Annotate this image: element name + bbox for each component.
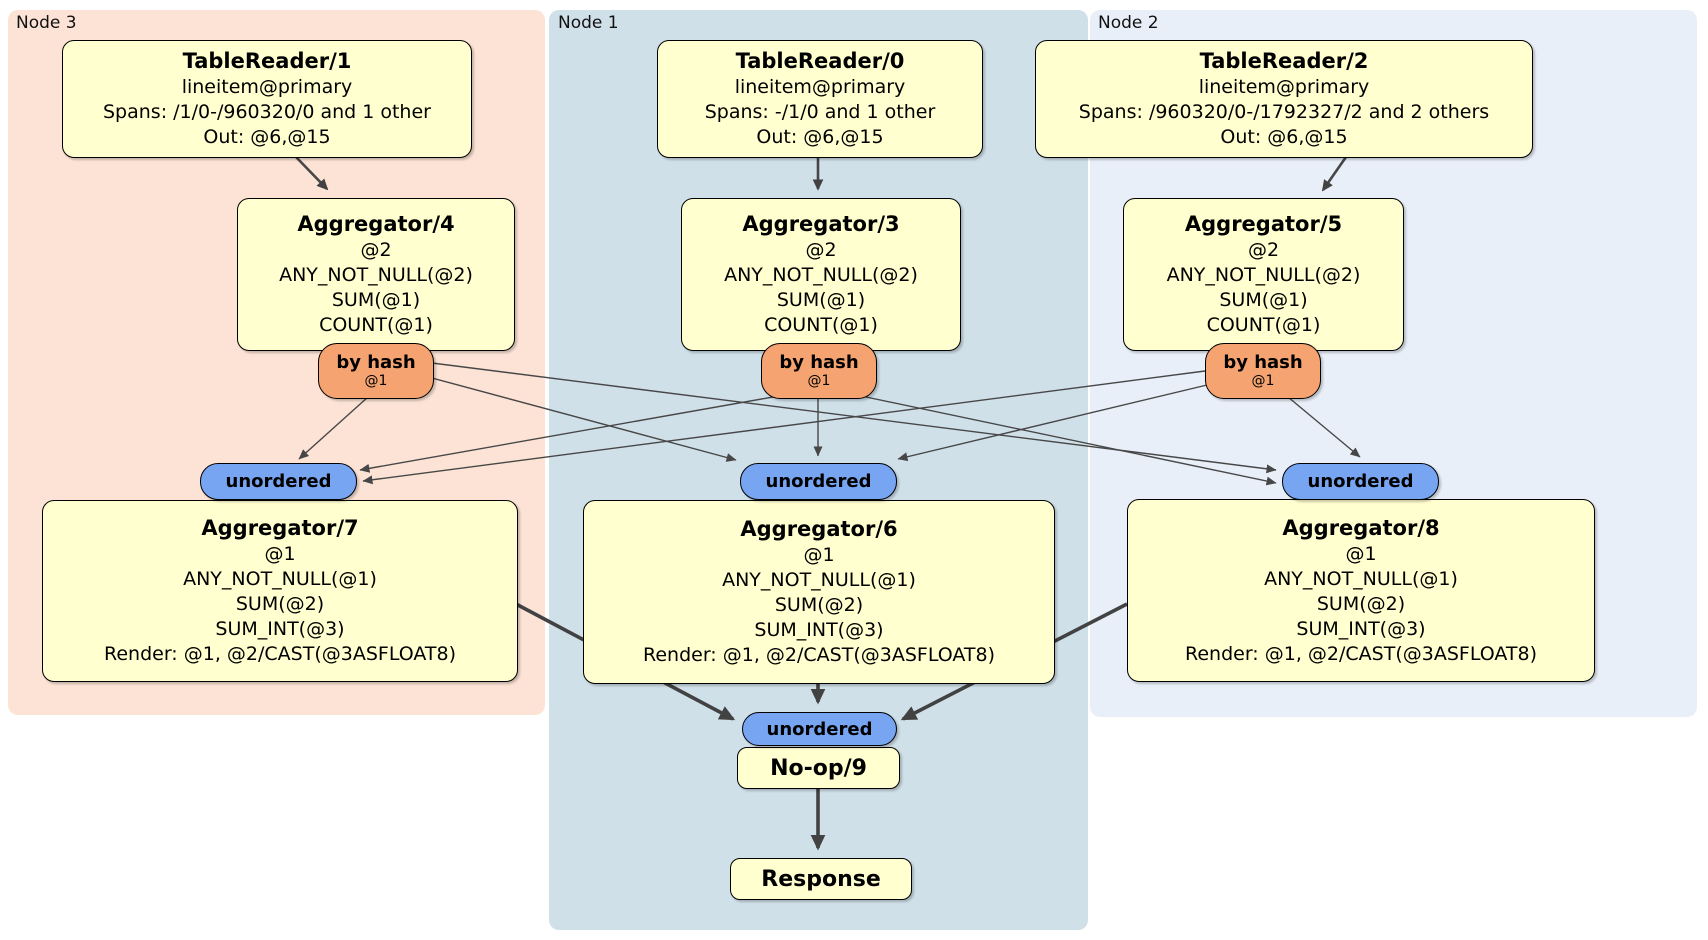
router-by-hash-3: by hash @1 (761, 343, 877, 399)
processor-detail: @2 (805, 239, 837, 261)
processor-aggregator-8: Aggregator/8 @1 ANY_NOT_NULL(@1) SUM(@2)… (1127, 499, 1595, 682)
processor-title: Aggregator/3 (742, 212, 900, 236)
processor-aggregator-5: Aggregator/5 @2 ANY_NOT_NULL(@2) SUM(@1)… (1123, 198, 1404, 351)
processor-title: Aggregator/4 (297, 212, 455, 236)
edge-router4-sync6 (431, 377, 737, 462)
router-label: by hash (779, 352, 859, 373)
router-by-hash-5: by hash @1 (1205, 343, 1321, 399)
edge-router5-sync6 (897, 384, 1208, 462)
processor-title: Aggregator/8 (1282, 515, 1440, 540)
processor-detail: SUM(@2) (774, 594, 864, 616)
sync-unordered-8: unordered (1282, 463, 1439, 500)
processor-detail: lineitem@primary (181, 76, 353, 98)
edge-tr1-agg4 (295, 156, 329, 191)
edge-tr2-agg5 (1321, 156, 1348, 192)
sync-unordered-9: unordered (742, 712, 897, 746)
processor-detail: @2 (360, 239, 392, 261)
processor-detail: ANY_NOT_NULL(@1) (1264, 567, 1458, 590)
processor-detail: COUNT(@1) (1206, 314, 1321, 336)
region-label-node3: Node 3 (16, 13, 77, 33)
processor-title: TableReader/1 (182, 49, 352, 73)
processor-aggregator-4: Aggregator/4 @2 ANY_NOT_NULL(@2) SUM(@1)… (237, 198, 515, 351)
processor-detail: SUM_INT(@3) (754, 619, 884, 641)
region-label-node1: Node 1 (558, 13, 619, 33)
processor-noop-9: No-op/9 (737, 747, 900, 789)
processor-detail: COUNT(@1) (764, 314, 878, 336)
processor-detail: @1 (803, 544, 835, 566)
processor-detail: SUM_INT(@3) (215, 618, 345, 640)
processor-aggregator-7: Aggregator/7 @1 ANY_NOT_NULL(@1) SUM(@2)… (42, 500, 518, 682)
processor-title: Aggregator/6 (740, 517, 898, 541)
edge-router4-sync7 (298, 396, 369, 460)
processor-detail: ANY_NOT_NULL(@2) (279, 264, 473, 286)
router-key: @1 (807, 373, 831, 389)
processor-detail: SUM(@1) (776, 289, 866, 311)
edge-router3-sync7 (359, 396, 774, 473)
processor-detail: ANY_NOT_NULL(@1) (183, 568, 377, 590)
processor-detail: lineitem@primary (734, 76, 906, 98)
router-label: by hash (1223, 352, 1303, 373)
processor-detail: ANY_NOT_NULL(@2) (1166, 264, 1361, 286)
processor-detail: SUM_INT(@3) (1296, 617, 1426, 640)
processor-detail: Spans: -/1/0 and 1 other (704, 101, 936, 123)
processor-detail: Render: @1, @2/CAST(@3ASFLOAT8) (643, 644, 995, 666)
sync-unordered-6: unordered (740, 463, 897, 500)
processor-tablereader-2: TableReader/2 lineitem@primary Spans: /9… (1035, 40, 1533, 158)
processor-detail: ANY_NOT_NULL(@1) (722, 569, 916, 591)
processor-tablereader-0: TableReader/0 lineitem@primary Spans: -/… (657, 40, 983, 158)
processor-detail: @1 (264, 543, 296, 565)
processor-response: Response (730, 858, 912, 900)
processor-detail: lineitem@primary (1198, 76, 1370, 98)
processor-detail: COUNT(@1) (319, 314, 433, 336)
edge-router5-sync8 (1287, 396, 1361, 458)
processor-detail: SUM(@2) (1316, 592, 1406, 615)
processor-detail: SUM(@2) (235, 593, 325, 615)
processor-title: Aggregator/5 (1184, 212, 1343, 236)
processor-detail: SUM(@1) (331, 289, 421, 311)
processor-detail: SUM(@1) (1219, 289, 1308, 311)
router-by-hash-4: by hash @1 (318, 343, 434, 399)
processor-detail: Out: @6,@15 (1220, 126, 1348, 148)
processor-title: Aggregator/7 (201, 516, 359, 540)
router-label: by hash (336, 352, 416, 373)
processor-title: TableReader/2 (1199, 49, 1369, 73)
processor-detail: ANY_NOT_NULL(@2) (724, 264, 918, 286)
processor-aggregator-3: Aggregator/3 @2 ANY_NOT_NULL(@2) SUM(@1)… (681, 198, 961, 351)
processor-aggregator-6: Aggregator/6 @1 ANY_NOT_NULL(@1) SUM(@2)… (583, 500, 1055, 684)
processor-detail: @2 (1247, 239, 1280, 261)
router-key: @1 (1251, 373, 1275, 389)
processor-detail: @1 (1345, 542, 1377, 565)
processor-detail: Spans: /1/0-/960320/0 and 1 other (103, 101, 431, 123)
edge-router5-sync7 (362, 370, 1206, 485)
processor-detail: Spans: /960320/0-/1792327/2 and 2 others (1078, 101, 1490, 123)
processor-detail: Render: @1, @2/CAST(@3ASFLOAT8) (1185, 642, 1537, 665)
region-label-node2: Node 2 (1098, 13, 1159, 33)
edge-router3-sync8 (865, 396, 1277, 486)
processor-detail: Render: @1, @2/CAST(@3ASFLOAT8) (104, 643, 456, 665)
router-key: @1 (364, 373, 388, 389)
sync-unordered-7: unordered (200, 463, 357, 500)
processor-detail: Out: @6,@15 (203, 126, 331, 148)
processor-detail: Out: @6,@15 (756, 126, 884, 148)
processor-tablereader-1: TableReader/1 lineitem@primary Spans: /1… (62, 40, 472, 158)
processor-title: TableReader/0 (735, 49, 905, 73)
